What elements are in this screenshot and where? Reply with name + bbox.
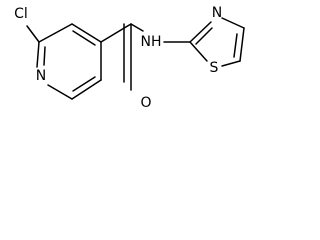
bond-thiazole-c4-c5-inner: [233, 33, 238, 58]
bond-thiazole-c2-n3-inner: [195, 27, 213, 45]
atom-thiazole-n-label: N: [212, 5, 222, 21]
bond-carbonyl-n: [130, 23, 144, 32]
molecule-diagram: Cl N O NH N S: [0, 0, 259, 121]
atom-cl-label: Cl: [14, 6, 28, 22]
bond-c3-c4: [71, 23, 102, 43]
pyridine-ring: [36, 23, 102, 100]
amide-group: [100, 23, 191, 91]
bond-c3-c4-inner: [72, 30, 96, 46]
bond-n1-c2: [36, 41, 40, 68]
bond-c2-cl: [26, 25, 40, 43]
bond-c4-carbonyl: [100, 23, 132, 43]
atom-pyridine-n-label: N: [36, 68, 46, 84]
bond-thiazole-s1-c2: [189, 41, 208, 62]
bond-n1-c2-inner: [43, 46, 46, 66]
thiazole-ring: [189, 17, 245, 67]
bond-thiazole-c2-n3: [189, 21, 212, 43]
structure-svg: Cl N O NH N S: [14, 5, 245, 111]
atom-thiazole-s-label: S: [210, 60, 219, 76]
bond-c2-c3: [38, 23, 73, 43]
bond-thiazole-c4-c5: [239, 27, 245, 62]
bond-thiazole-c5-s1: [221, 60, 241, 67]
atom-nh-label: NH: [141, 34, 162, 50]
bond-thiazole-n3-c4: [221, 17, 245, 29]
bond-c6-n1: [47, 84, 73, 100]
bond-c5-c6-inner: [72, 76, 96, 92]
atom-o-label: O: [140, 95, 151, 111]
bond-c5-c6: [71, 79, 102, 100]
